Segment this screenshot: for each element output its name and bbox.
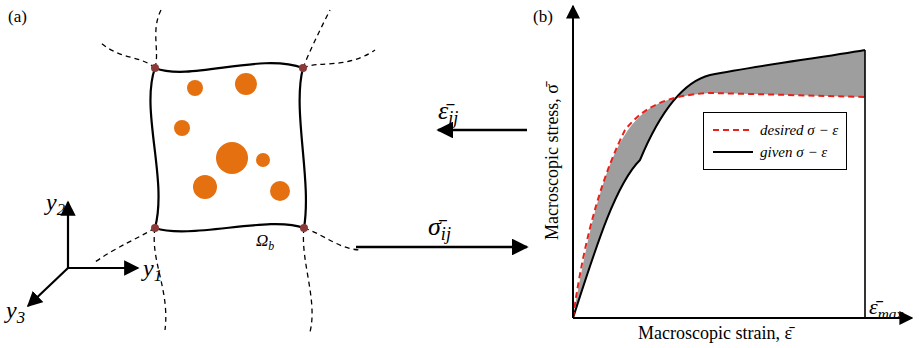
legend-sample xyxy=(712,125,754,135)
legend-text: desired σ − ε xyxy=(760,122,838,139)
inclusions xyxy=(174,73,290,201)
desired-curve xyxy=(573,93,865,318)
label: y3 xyxy=(6,298,25,322)
label: y2 xyxy=(46,190,65,214)
legend-sample xyxy=(712,147,754,157)
label: ε̄max xyxy=(869,296,903,318)
label: σ̄ij xyxy=(428,214,451,240)
label: ε̄ij xyxy=(438,98,458,124)
label: (b) xyxy=(533,8,553,25)
neighbour-links xyxy=(95,8,375,332)
rve-boundary xyxy=(150,63,305,231)
corner-nodes xyxy=(151,64,308,232)
chart-axes xyxy=(573,6,912,318)
coordinate-axes xyxy=(28,202,138,306)
gap-fill xyxy=(573,50,865,318)
label: y1 xyxy=(143,256,162,280)
label: Macroscopic strain, ε̄ xyxy=(638,324,792,342)
transfer-arrows xyxy=(356,130,527,247)
legend-box: desired σ − ε given σ − ε xyxy=(703,112,847,170)
label: (a) xyxy=(8,8,27,25)
label: Ωb xyxy=(256,232,274,249)
legend-text: given σ − ε xyxy=(760,144,827,161)
given-curve xyxy=(573,50,865,318)
label: Macroscopic stress, σ̄ xyxy=(543,84,561,240)
